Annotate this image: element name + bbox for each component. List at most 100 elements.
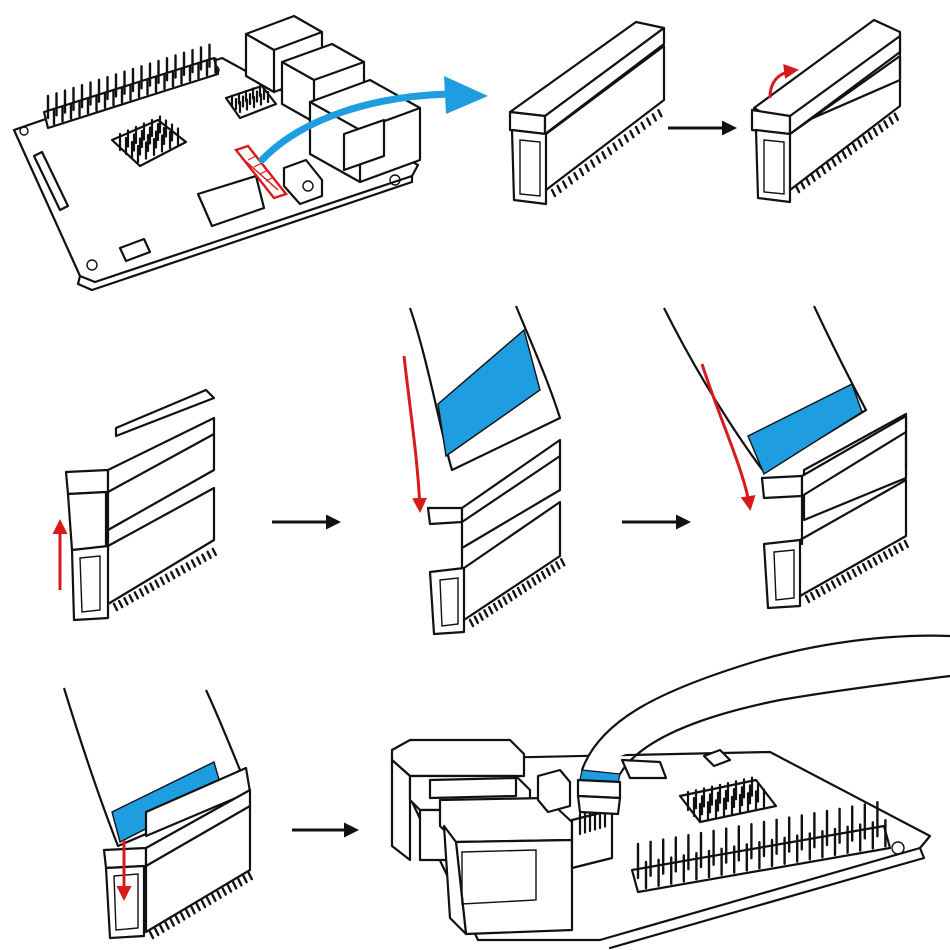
connector-pin [573,171,579,181]
connector-pin [882,551,889,560]
connector-pin [169,918,176,927]
connector-pin [872,557,878,566]
connector-pin [205,896,212,906]
connector-pin [646,117,652,126]
connector-pin [898,542,904,551]
connector-pin [878,123,884,133]
connector-pin [584,163,590,173]
connector-pin [852,142,858,152]
connector-pin [851,568,857,578]
connector-pin [556,184,562,194]
connector-pin [877,554,883,563]
connector-pin [159,576,166,586]
connector-pin [567,176,573,185]
connector-pin [195,556,202,565]
connector-pin [492,602,499,612]
connector-pin [883,120,889,129]
connector-pin [112,602,119,612]
red-down-arrow [700,363,756,511]
board-overview-panel [12,14,488,292]
connector-pin [825,583,831,592]
connector-pin [512,590,518,599]
cable-seated-panel [663,305,909,610]
connector-pin [846,146,853,156]
heatsink-icon [110,84,278,168]
connector-pin [497,599,503,608]
blue-curved-arrow [258,76,488,164]
connector-pin [190,559,197,568]
connector-pin [903,539,909,549]
connector-pin [872,127,879,137]
connector-pin [836,154,842,163]
connector-pin [216,890,222,899]
connector-pin [185,909,191,918]
insert-cable-panel [402,305,691,636]
connector-pin [810,173,816,182]
connector-pin [555,561,561,570]
ffc-connector-icon [102,766,254,940]
connector-pin [830,580,837,589]
connector-latch-lift-panel [750,18,902,204]
ffc-connector-icon [760,412,909,610]
connector-pin [201,553,207,562]
connector-pin [164,921,170,930]
connector-pin [862,135,868,144]
ffc-connector-icon [750,18,902,204]
connector-pin [185,562,192,571]
gpio-header-icon [630,801,892,894]
connector-pin [815,589,821,598]
connector-pin [815,169,821,179]
connector-pin [820,165,827,175]
connector-pin [634,125,641,135]
usb-port-icon [244,14,366,124]
connector-pin [154,579,160,588]
connector-pin [211,893,217,902]
gpio-header-icon [42,43,220,130]
connector-pin [468,618,475,628]
connector-pin [149,582,155,591]
connector-pin [169,570,176,580]
connector-pin [164,573,171,583]
connector-pin [175,568,181,577]
connector-pin [117,599,124,609]
connector-pin [123,597,129,606]
heatsink-icon [678,776,778,824]
ffc-connector-icon [64,388,218,622]
connector-pin [190,906,196,915]
connector-pin [826,161,832,171]
connector-pin [473,615,479,624]
connector-pin [174,915,181,924]
connector-pin [242,875,248,884]
connector-pin [159,924,165,933]
connector-pin [247,871,254,881]
connector-pin [550,564,556,573]
connector-pin [478,612,484,621]
connector-pin [221,887,228,896]
connector-pin [623,134,629,143]
connector-pin [888,548,894,557]
connector-pin [502,596,508,605]
connector-pin [507,593,513,602]
ethernet-port-icon [308,78,422,184]
red-down-arrow [402,355,428,513]
connector-pin [206,550,212,559]
connector-pin [893,545,899,554]
connector-pin [888,116,894,125]
connector-pin [846,571,852,580]
connector-pin [540,570,547,580]
connector-pin [211,547,218,557]
ethernet-port-icon [390,738,574,936]
connector-pin [629,129,635,139]
connector-pin [590,159,596,168]
connector-pin [595,155,601,164]
connector-pin [153,927,160,937]
connector-pin [841,574,847,583]
connector-pin [606,146,613,156]
ffc-connector-icon [508,20,666,206]
connector-pin [179,912,186,921]
connector-pin [820,586,826,595]
connector-pin [231,881,238,890]
connector-pin [862,562,868,572]
connector-pin [893,112,899,122]
